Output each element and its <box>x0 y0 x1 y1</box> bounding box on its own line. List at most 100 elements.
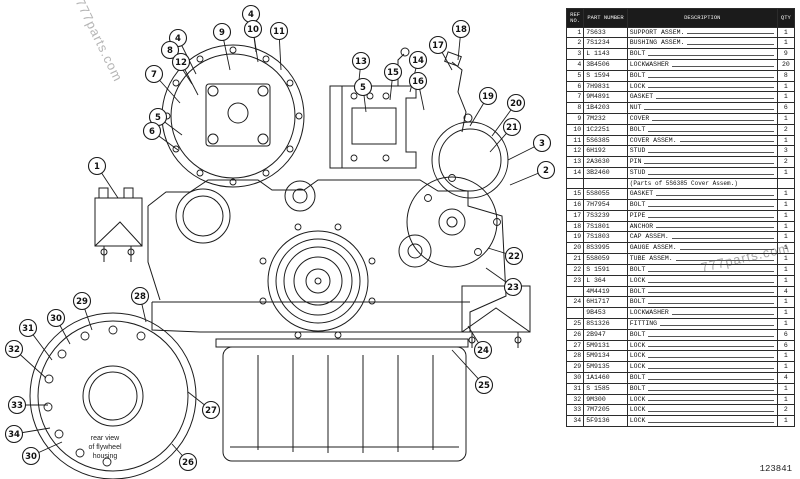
callout-number: 22 <box>508 252 520 262</box>
callout-balloon <box>178 452 198 472</box>
callout-balloon <box>474 375 494 395</box>
callout-number: 9 <box>219 28 225 38</box>
table-header-row: REF NO. PART NUMBER DESCRIPTION QTY <box>565 8 796 28</box>
flywheel-bolt-holes <box>43 325 146 467</box>
callout-number: 6 <box>149 127 155 137</box>
callout-balloon <box>130 286 150 306</box>
callout-number: 23 <box>507 283 519 293</box>
callout-number: 17 <box>432 41 444 51</box>
callout-balloon <box>473 340 493 360</box>
header-part-number: PART NUMBER <box>583 8 628 28</box>
callout-balloon <box>243 19 263 39</box>
callout-balloon <box>502 117 522 137</box>
flywheel-label-line1: rear view <box>91 435 120 442</box>
callout-number: 7 <box>151 70 157 80</box>
header-description: DESCRIPTION <box>626 8 778 28</box>
callout-balloon <box>87 156 107 176</box>
callout-number: 31 <box>22 324 34 334</box>
callout-balloon <box>4 339 24 359</box>
flywheel-label-line2: of flywheel <box>88 444 122 451</box>
callout-number: 16 <box>412 77 424 87</box>
header-qty: QTY <box>776 8 796 28</box>
callout-balloon <box>160 40 180 60</box>
flywheel-label-line3: housing <box>93 453 118 460</box>
callout-number: 19 <box>482 92 494 102</box>
engine-diagram: rear view of flywheel housing <box>4 0 556 479</box>
callout-balloon <box>353 77 373 97</box>
callout-number: 30 <box>25 452 37 462</box>
document-number: 123841 <box>759 464 792 474</box>
callout-balloon <box>201 400 221 420</box>
callout-number: 5 <box>155 113 161 123</box>
callout-balloon <box>428 35 448 55</box>
callout-balloon <box>506 93 526 113</box>
callout-number: 8 <box>167 46 173 56</box>
callout-balloon <box>503 277 523 297</box>
callout-balloon <box>536 160 556 180</box>
callout-balloon <box>142 121 162 141</box>
callout-number: 14 <box>412 56 424 66</box>
callout-balloon <box>171 52 191 72</box>
callout-balloon <box>408 71 428 91</box>
callout-number: 11 <box>273 27 285 37</box>
callout-number: 4 <box>248 10 254 20</box>
callout-balloon <box>532 133 552 153</box>
callout-balloon <box>408 50 428 70</box>
callout-balloon <box>46 308 66 328</box>
callout-number: 26 <box>182 458 194 468</box>
callout-number: 27 <box>205 406 217 416</box>
table-note-row: (Parts of 5S6385 Cover Assem.) <box>565 177 796 190</box>
callout-number: 2 <box>543 166 549 176</box>
callout-number: 28 <box>134 292 146 302</box>
callout-number: 24 <box>477 346 489 356</box>
header-ref-no: REF NO. <box>565 8 585 28</box>
callout-number: 30 <box>50 314 62 324</box>
callout-number: 20 <box>510 99 522 109</box>
callout-balloon <box>504 246 524 266</box>
callout-number: 34 <box>8 430 20 440</box>
callout-number: 13 <box>355 57 367 67</box>
callout-number: 5 <box>360 83 366 93</box>
callout-balloon <box>451 19 471 39</box>
callout-number: 10 <box>247 25 259 35</box>
callout-balloon <box>4 424 24 444</box>
callout-number: 21 <box>506 123 518 133</box>
callout-balloon <box>351 51 371 71</box>
callout-balloon <box>383 62 403 82</box>
